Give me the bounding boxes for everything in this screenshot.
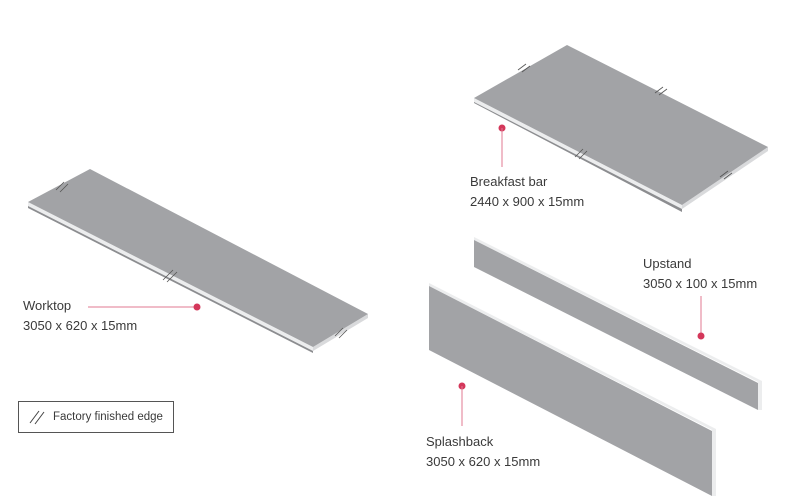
splashback-panel [429,283,716,496]
factory-edge-mark-icon [517,63,733,180]
breakfast-bar-dimensions: 2440 x 900 x 15mm [470,194,585,209]
upstand-dimensions: 3050 x 100 x 15mm [643,276,758,291]
splashback-label: Splashback 3050 x 620 x 15mm [426,432,540,472]
worktop-marker-icon [193,303,201,311]
legend: Factory finished edge [18,401,174,433]
upstand-name: Upstand [643,256,692,271]
upstand-leader [697,296,705,340]
worktop-label: Worktop 3050 x 620 x 15mm [23,296,137,336]
splashback-dimensions: 3050 x 620 x 15mm [426,454,541,469]
legend-label: Factory finished edge [53,411,163,423]
upstand-marker-icon [697,332,705,340]
upstand-panel [474,237,762,410]
splashback-leader [458,382,466,426]
worktop-panel [28,169,368,353]
factory-edge-mark-icon [55,181,348,339]
breakfast-bar-label: Breakfast bar 2440 x 900 x 15mm [470,172,584,212]
breakfast-bar-name: Breakfast bar [470,174,548,189]
worktop-name: Worktop [23,298,72,313]
breakfast-bar-leader [498,124,506,167]
upstand-label: Upstand 3050 x 100 x 15mm [643,254,757,294]
breakfast-bar-panel [474,45,768,212]
splashback-name: Splashback [426,434,494,449]
worktop-dimensions: 3050 x 620 x 15mm [23,318,138,333]
double-slash-icon [29,410,45,425]
worktop-leader [88,303,201,311]
